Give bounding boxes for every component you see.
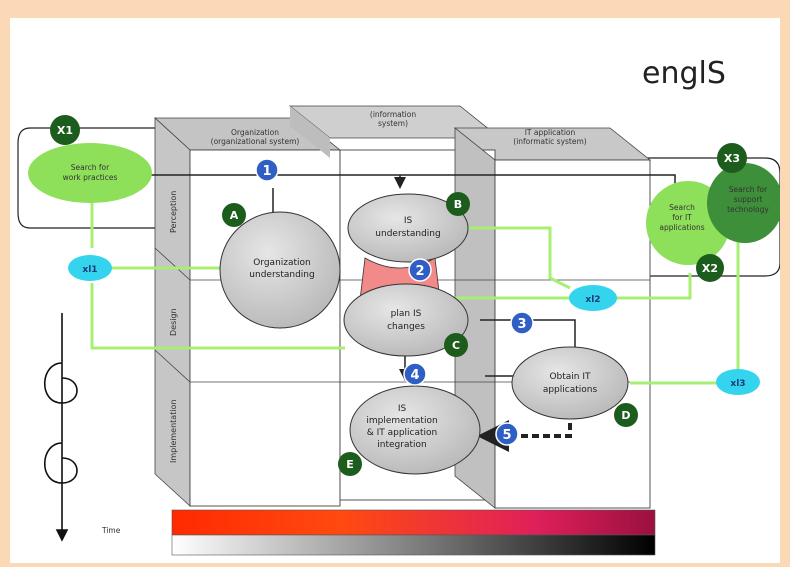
svg-text:E: E bbox=[346, 458, 354, 471]
step-1: 1 bbox=[255, 158, 279, 182]
badge-b: B bbox=[446, 192, 470, 216]
process-e-line3: & IT application bbox=[367, 428, 438, 438]
process-d-line1: Obtain IT bbox=[549, 372, 591, 382]
step-3: 3 bbox=[510, 311, 534, 335]
svg-text:xl3: xl3 bbox=[730, 379, 745, 389]
process-e-line4: integration bbox=[377, 440, 426, 450]
svg-text:1: 1 bbox=[262, 164, 271, 179]
search-work-practices-node bbox=[28, 143, 152, 203]
search-support-technology-node bbox=[707, 163, 783, 243]
badge-a: A bbox=[222, 203, 246, 227]
process-d-line2: applications bbox=[543, 385, 598, 395]
diagram-stage: Organization (organizational system) (in… bbox=[10, 18, 783, 563]
step-4: 4 bbox=[403, 362, 427, 386]
process-b-line2: understanding bbox=[375, 229, 440, 239]
process-a-line1: Organization bbox=[253, 258, 311, 268]
time-spiral bbox=[43, 313, 78, 542]
svg-text:xl2: xl2 bbox=[585, 295, 600, 305]
search-support-technology-line3: technology bbox=[727, 205, 769, 214]
search-support-technology-line1: Search for bbox=[729, 185, 768, 194]
badge-e: E bbox=[338, 452, 362, 476]
process-c-line1: plan IS bbox=[391, 309, 422, 319]
search-it-applications-line2: for IT bbox=[672, 213, 692, 222]
process-a-line2: understanding bbox=[249, 270, 314, 280]
search-it-applications-line1: Search bbox=[669, 203, 695, 212]
column-it-subtitle: (informatic system) bbox=[513, 137, 586, 146]
row-implementation-label: Implementation bbox=[169, 399, 178, 463]
svg-text:4: 4 bbox=[410, 368, 419, 383]
svg-text:xl1: xl1 bbox=[82, 265, 97, 275]
column-organization-title: Organization bbox=[231, 128, 279, 137]
time-label: Time bbox=[101, 526, 121, 535]
column-organization-subtitle: (organizational system) bbox=[211, 137, 300, 146]
svg-text:D: D bbox=[621, 409, 630, 422]
column-information-subtitle: system) bbox=[378, 119, 408, 128]
svg-text:C: C bbox=[452, 339, 460, 352]
badge-x2: X2 bbox=[696, 254, 724, 282]
badge-x1: X1 bbox=[50, 115, 80, 145]
process-is-implementation bbox=[349, 385, 481, 475]
step-5: 5 bbox=[495, 422, 519, 446]
badge-x3: X3 bbox=[717, 143, 747, 173]
process-organization-understanding bbox=[219, 211, 341, 329]
time-gradient-grey-bar bbox=[171, 534, 656, 556]
process-b-line1: IS bbox=[404, 216, 413, 226]
green-link-lines bbox=[90, 193, 740, 385]
svg-text:A: A bbox=[230, 209, 239, 222]
process-plan-is-changes bbox=[343, 283, 469, 357]
svg-text:X3: X3 bbox=[724, 152, 740, 165]
svg-text:X1: X1 bbox=[57, 124, 73, 137]
svg-text:5: 5 bbox=[502, 428, 511, 443]
search-support-technology-line2: support bbox=[734, 195, 763, 204]
process-obtain-it-applications bbox=[511, 346, 629, 420]
time-gradient-color-bar bbox=[171, 509, 656, 536]
process-c-line2: changes bbox=[387, 322, 425, 332]
column-it-title: IT application bbox=[525, 128, 576, 137]
row-design-label: Design bbox=[169, 308, 178, 336]
svg-text:3: 3 bbox=[517, 317, 526, 332]
process-is-understanding bbox=[347, 193, 469, 263]
svg-text:B: B bbox=[454, 198, 462, 211]
search-it-applications-line3: applications bbox=[659, 223, 704, 232]
step-2: 2 bbox=[408, 258, 432, 282]
xl2-link: xl2 bbox=[569, 285, 617, 311]
englis-logo: englS bbox=[642, 56, 726, 91]
column-information-title: (information bbox=[370, 110, 416, 119]
process-e-line2: implementation bbox=[366, 416, 437, 426]
svg-text:X2: X2 bbox=[702, 262, 718, 275]
search-work-practices-line1: Search for bbox=[71, 163, 110, 172]
xl3-link: xl3 bbox=[716, 369, 760, 395]
svg-text:2: 2 bbox=[415, 264, 424, 279]
badge-d: D bbox=[614, 403, 638, 427]
search-work-practices-line2: work practices bbox=[63, 173, 118, 182]
left-frame bbox=[17, 127, 161, 229]
badge-c: C bbox=[444, 333, 468, 357]
process-e-line1: IS bbox=[398, 404, 407, 414]
xl1-link: xl1 bbox=[68, 255, 112, 281]
row-perception-label: Perception bbox=[169, 191, 178, 233]
